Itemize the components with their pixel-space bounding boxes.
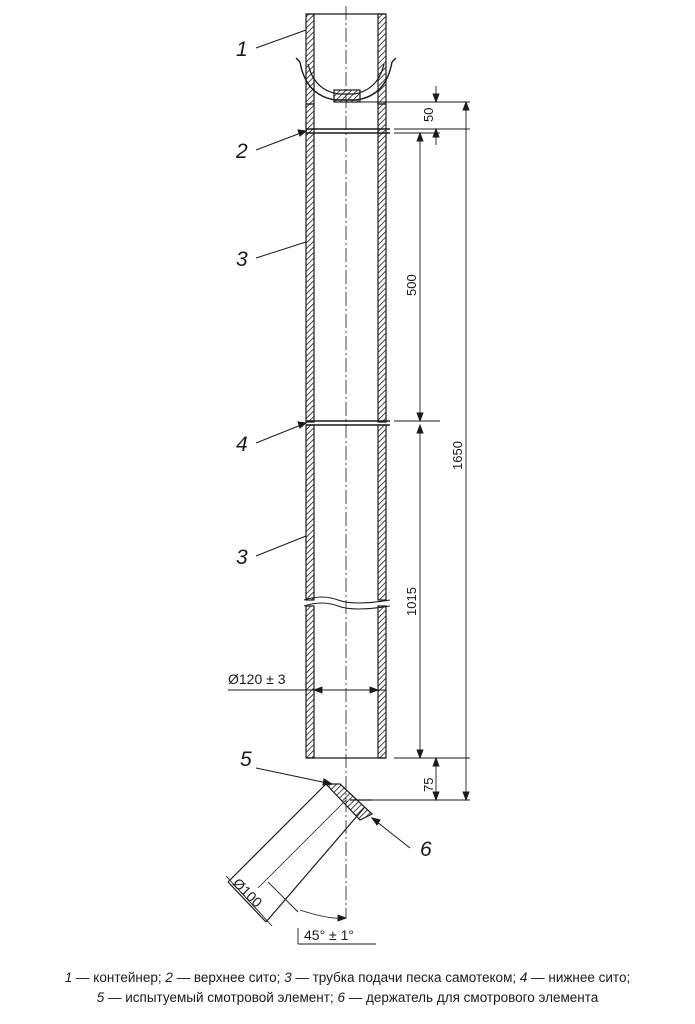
lower-sieve-4 bbox=[306, 420, 390, 426]
dimension-500: 500 bbox=[404, 274, 419, 296]
legend-line-1-text-2: — трубка подачи песка самотеком; bbox=[291, 970, 520, 985]
upper-sieve-2 bbox=[306, 128, 390, 134]
legend-line-2-text-1: — держатель для смотрового элемента bbox=[344, 990, 599, 1005]
dimension-lines bbox=[225, 86, 470, 945]
inspection-element-5 bbox=[227, 783, 365, 923]
holder-6 bbox=[324, 783, 374, 821]
container-1 bbox=[295, 13, 397, 105]
dimension-angle: 45° ± 1° bbox=[304, 927, 354, 943]
legend-line-1-number-1: 2 bbox=[165, 970, 173, 985]
legend-line-1-text-3: — нижнее сито; bbox=[527, 970, 631, 985]
dimension-75: 75 bbox=[421, 778, 436, 792]
label-3-upper: 3 bbox=[236, 248, 248, 271]
dimension-diameter-100: Ø100 bbox=[230, 875, 266, 911]
legend-caption: 1 — контейнер; 2 — верхнее сито; 3 — тру… bbox=[0, 968, 695, 1008]
label-4: 4 bbox=[236, 433, 248, 456]
legend-line-1-text-0: — контейнер; bbox=[72, 970, 166, 985]
label-3-lower: 3 bbox=[236, 546, 248, 569]
tube-3-upper bbox=[305, 103, 387, 423]
leader-lines bbox=[255, 29, 411, 849]
legend-line-1: 1 — контейнер; 2 — верхнее сито; 3 — тру… bbox=[0, 968, 695, 988]
label-6: 6 bbox=[420, 838, 432, 861]
label-2: 2 bbox=[235, 140, 248, 163]
legend-line-1-number-0: 1 bbox=[64, 970, 73, 985]
legend-line-2: 5 — испытуемый смотровой элемент; 6 — де… bbox=[0, 988, 695, 1008]
dimension-1650: 1650 bbox=[450, 441, 465, 470]
legend-line-1-number-3: 4 bbox=[519, 970, 528, 985]
legend-line-2-number-0: 5 bbox=[96, 990, 105, 1005]
legend-line-2-number-1: 6 bbox=[337, 990, 345, 1005]
dimension-diameter-120: Ø120 ± 3 bbox=[228, 671, 286, 687]
dimension-1015: 1015 bbox=[404, 587, 419, 616]
legend-line-1-number-2: 3 bbox=[284, 970, 292, 985]
dimension-50: 50 bbox=[421, 108, 436, 122]
label-5: 5 bbox=[240, 748, 252, 771]
label-1: 1 bbox=[236, 38, 248, 61]
legend-line-1-text-1: — верхнее сито; bbox=[172, 970, 285, 985]
tube-3-lower bbox=[303, 424, 391, 759]
legend-line-2-text-0: — испытуемый смотровой элемент; bbox=[104, 990, 338, 1005]
